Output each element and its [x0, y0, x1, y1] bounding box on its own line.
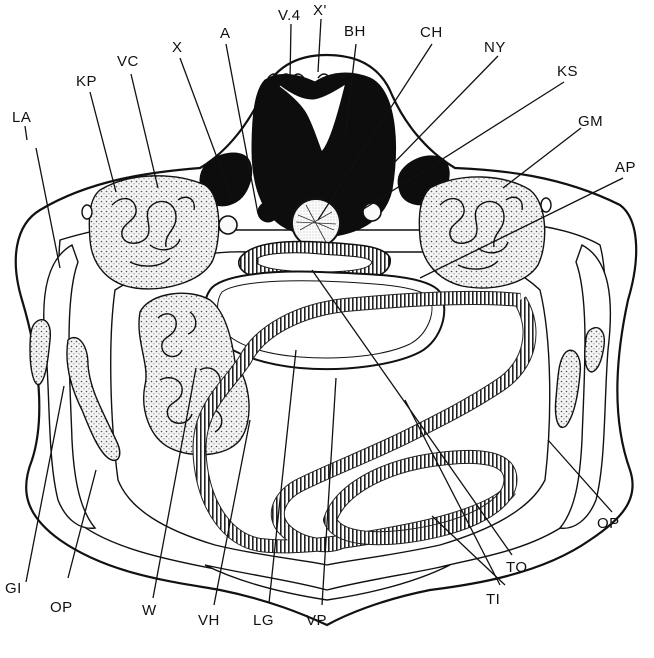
- label-vp: VP: [306, 612, 327, 629]
- left-dark-node: [258, 202, 278, 222]
- label-bh: BH: [344, 23, 366, 40]
- label-gi: GI: [5, 580, 22, 597]
- left-vessel: [82, 205, 92, 219]
- label-kp: KP: [76, 73, 97, 90]
- label-ap: AP: [615, 159, 636, 176]
- left-small-gland: [219, 216, 237, 234]
- label-to: TO: [506, 559, 528, 576]
- label-gm: GM: [578, 113, 603, 130]
- label-v4: V.4: [278, 7, 301, 24]
- label-ti: TI: [486, 591, 500, 608]
- label-vh: VH: [198, 612, 220, 629]
- right-small-gland: [363, 203, 381, 221]
- right-vessel: [541, 198, 551, 212]
- label-ny: NY: [484, 39, 506, 56]
- label-ks: KS: [557, 63, 578, 80]
- label-w: W: [142, 602, 157, 619]
- label-lg: LG: [253, 612, 274, 629]
- left-kidney: [89, 176, 218, 289]
- label-la: LA: [12, 109, 31, 126]
- right-kidney: [419, 177, 544, 288]
- label-x-prime: X': [313, 2, 327, 19]
- label-x: X: [172, 39, 183, 56]
- label-vc: VC: [117, 53, 139, 70]
- label-ch: CH: [420, 24, 443, 41]
- intestine-hatch-3: [345, 298, 520, 305]
- label-op-right: OP: [597, 515, 620, 532]
- label-a: A: [220, 25, 231, 42]
- label-op-left: OP: [50, 599, 73, 616]
